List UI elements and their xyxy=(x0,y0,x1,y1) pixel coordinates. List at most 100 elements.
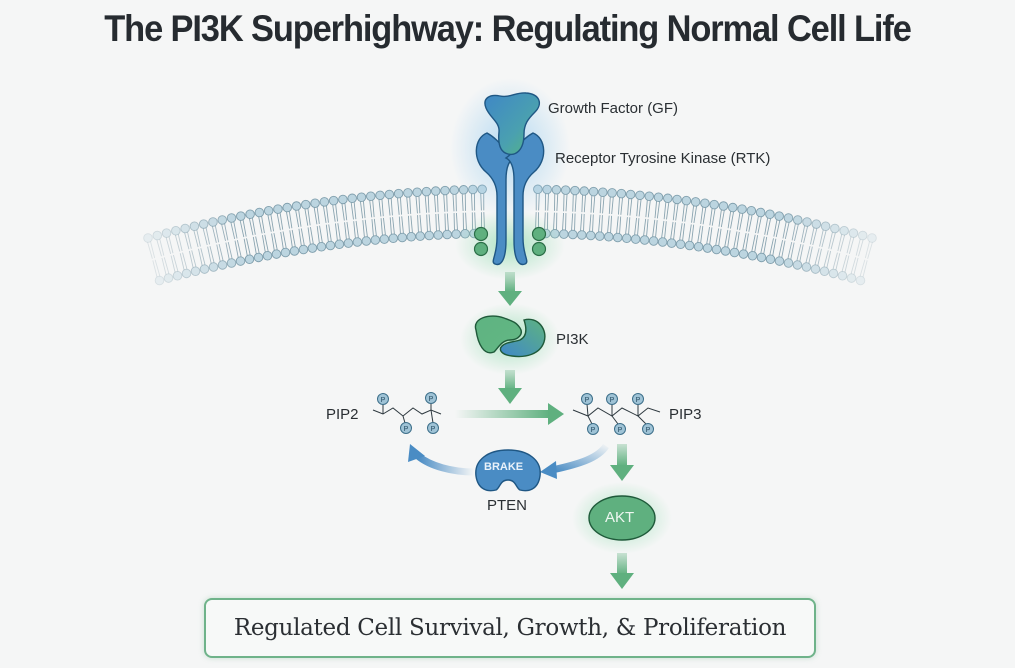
lipid-tail xyxy=(841,236,855,273)
lipid-head xyxy=(415,231,425,241)
lipid-tail xyxy=(461,193,467,230)
lipid-tail xyxy=(724,211,735,248)
lipid-head xyxy=(384,189,395,200)
lipid-head xyxy=(190,266,201,276)
lipid-head xyxy=(262,250,273,261)
lipid-tail xyxy=(332,204,341,241)
lipid-head xyxy=(199,264,210,274)
lipid-tail xyxy=(276,212,287,249)
arrow-pip3-to-pten xyxy=(540,443,609,479)
lipid-head xyxy=(273,204,283,214)
pi3k-label: PI3K xyxy=(556,331,589,348)
phosphate-bead xyxy=(587,423,599,435)
lipid-tail xyxy=(769,219,781,256)
lipid-tail xyxy=(697,206,707,244)
lipid-head xyxy=(180,223,190,234)
lipid-tail xyxy=(679,204,688,241)
lipid-head xyxy=(700,198,710,208)
lipid-tail xyxy=(859,241,873,278)
lipid-head xyxy=(208,262,219,272)
lipid-tail xyxy=(239,219,251,256)
lipid-head xyxy=(579,186,590,196)
lipid-head xyxy=(639,235,650,245)
lipid-head xyxy=(560,185,571,195)
lipid-tail xyxy=(814,229,827,266)
lipid-head xyxy=(774,256,785,266)
lipid-head xyxy=(644,191,654,201)
lipid-tail xyxy=(258,216,269,253)
lipid-tail xyxy=(715,209,725,246)
molecule-bond xyxy=(402,415,406,424)
lipid-head xyxy=(802,217,812,227)
lipid-tail xyxy=(147,241,161,278)
pip3-label: PIP3 xyxy=(669,406,702,423)
lipid-tail xyxy=(706,208,716,245)
lipid-tail xyxy=(733,212,744,249)
phosphate-label: P xyxy=(429,396,434,403)
lipid-head xyxy=(690,197,701,207)
lipid-head xyxy=(828,268,839,279)
outcome-box: Regulated Cell Survival, Growth, & Proli… xyxy=(204,598,816,658)
lipid-head xyxy=(792,215,803,225)
lipid-head xyxy=(430,186,441,196)
arrow-pi3k-down xyxy=(498,370,522,404)
lipid-head xyxy=(393,188,404,199)
lipid-head xyxy=(855,275,866,286)
lipid-head xyxy=(379,234,390,244)
lipid-tail xyxy=(221,223,233,260)
lipid-head xyxy=(338,194,348,205)
lipid-head xyxy=(693,241,704,252)
phosphate-bead xyxy=(642,423,654,435)
outcome-text: Regulated Cell Survival, Growth, & Proli… xyxy=(233,615,787,641)
lipid-head xyxy=(412,187,422,197)
lipid-tail xyxy=(616,197,623,234)
akt-label: AKT xyxy=(605,509,635,526)
lipid-head xyxy=(245,209,255,220)
lipid-tail xyxy=(580,194,586,232)
lipid-tail xyxy=(211,225,224,262)
lipid-head xyxy=(830,223,840,234)
lipid-head xyxy=(598,187,608,197)
lipid-tail xyxy=(424,195,431,232)
lipid-tail xyxy=(443,194,449,231)
lipid-head xyxy=(171,226,181,236)
growth-factor-icon xyxy=(484,92,541,156)
lipid-tail xyxy=(304,208,314,245)
lipid-tail xyxy=(652,201,661,238)
lipid-tail xyxy=(341,203,350,240)
lipid-tail xyxy=(397,197,404,234)
lipid-head xyxy=(356,192,367,202)
lipid-head xyxy=(720,246,731,256)
lipid-head xyxy=(366,191,376,201)
lipid-tail xyxy=(184,231,197,268)
lipid-head xyxy=(811,219,822,229)
lipid-head xyxy=(370,235,381,245)
lipid-head xyxy=(737,204,747,214)
lipid-tail xyxy=(387,198,395,235)
lipid-head xyxy=(254,207,265,218)
lipid-tail xyxy=(742,214,753,251)
lipid-tail xyxy=(625,198,633,235)
lipid-tail xyxy=(406,196,413,233)
lipid-head xyxy=(820,221,831,231)
phosphate-label: P xyxy=(381,397,386,404)
lipid-head xyxy=(810,264,821,274)
lipid-head xyxy=(189,221,200,231)
lipid-head xyxy=(328,195,339,206)
phosphate-bead xyxy=(377,393,389,405)
lipid-head xyxy=(154,275,165,286)
phosphorylation-sites-icon xyxy=(473,226,547,257)
lipid-tail xyxy=(156,238,170,275)
phosphate-bead xyxy=(425,392,437,404)
lipid-head xyxy=(282,202,292,213)
lipid-head xyxy=(236,211,246,221)
lipid-tail xyxy=(634,199,642,236)
phosphate-label: P xyxy=(646,427,651,434)
phosphate-bead xyxy=(606,393,618,405)
lipid-tail xyxy=(832,234,846,271)
lipid-head xyxy=(433,230,443,240)
lipid-tail xyxy=(322,205,332,242)
lipid-head xyxy=(325,240,336,251)
